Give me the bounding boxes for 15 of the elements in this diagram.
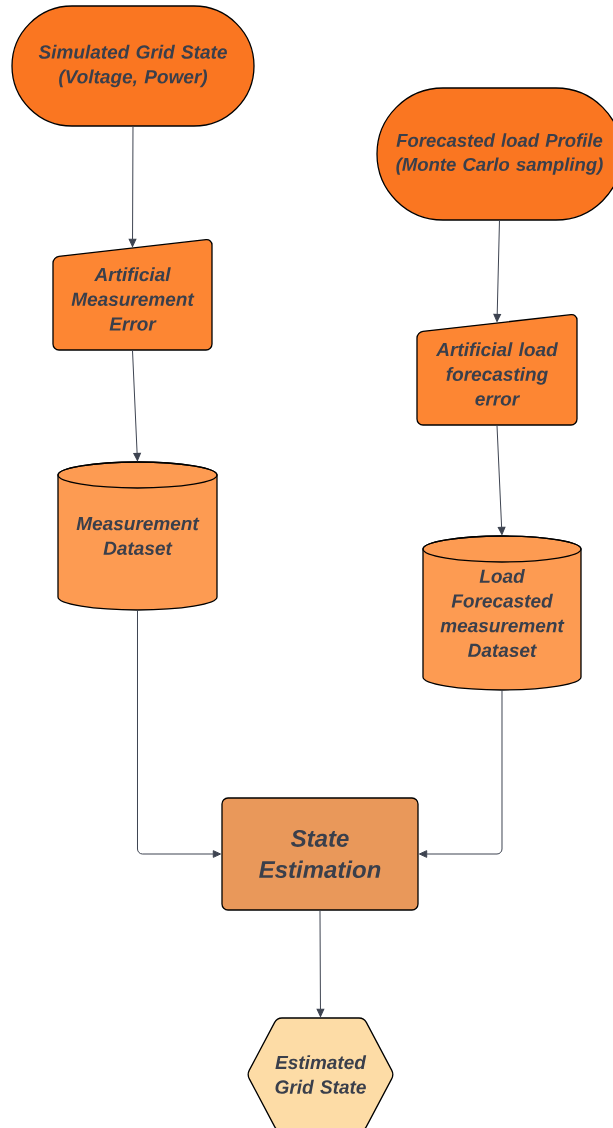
arrow xyxy=(418,689,503,858)
process-box: State Estimation xyxy=(221,797,419,911)
arrow xyxy=(132,349,141,462)
start-terminal: Simulated Grid State (Voltage, Power) xyxy=(11,5,255,127)
input-box: Artificial load forecasting error xyxy=(416,314,578,426)
database-cylinder: Load Forecasted measurement Dataset xyxy=(422,535,582,691)
input-box: Artificial Measurement Error xyxy=(52,239,213,351)
arrow xyxy=(316,909,325,1018)
arrow xyxy=(137,609,222,858)
arrow xyxy=(493,219,502,323)
arrow xyxy=(128,125,137,248)
output-hexagon: Estimated Grid State xyxy=(247,1017,394,1128)
database-cylinder: Measurement Dataset xyxy=(57,461,218,611)
start-terminal: Forecasted load Profile (Monte Carlo sampling) xyxy=(376,87,613,221)
arrow xyxy=(496,424,506,536)
